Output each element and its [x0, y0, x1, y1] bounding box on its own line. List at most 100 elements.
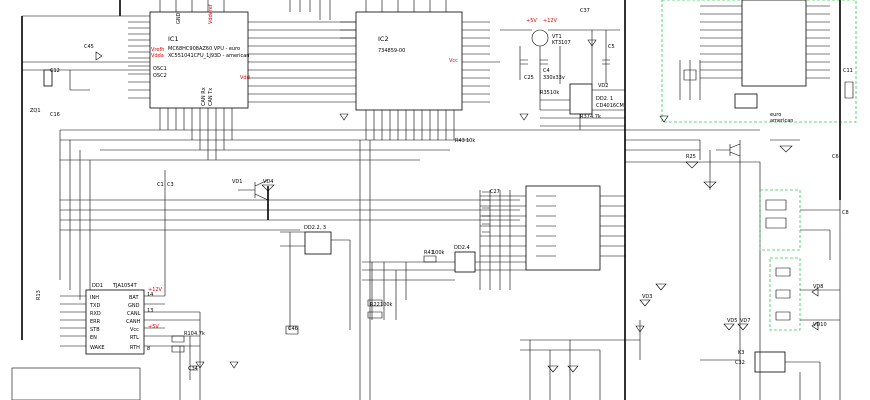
label-vd8: VD8 [813, 284, 823, 290]
wire-ic1-bottom-pins [159, 108, 233, 160]
label-c5: C5 [608, 44, 615, 50]
label-c45: C45 [84, 44, 94, 50]
zone-ic-body [741, 0, 807, 87]
label-r22-value: 100k [380, 302, 393, 308]
wire-zone-left-pins [700, 5, 742, 79]
dd1-supply-12v: +12V [148, 287, 163, 293]
dd2-2-name: DD2.2, 3 [304, 225, 326, 231]
dd1-pin-wake: WAKE [90, 345, 105, 351]
label-vd10: VD10 [813, 322, 827, 328]
wire-dd1-resistors [171, 335, 185, 353]
ic1-pin-cantx: CAN Tx [208, 88, 214, 106]
dd1-pin-en: EN [90, 335, 97, 341]
wire-res-drops [371, 262, 407, 320]
wire-zone-right-pins [806, 5, 830, 79]
wire-ic2-left-extra [340, 21, 356, 39]
dd1-pin-canl: CANL [127, 311, 141, 317]
label-c34: C34 [188, 366, 198, 372]
label-r37-value: 4.7k [590, 114, 601, 120]
vt1-block: VT1 KT3107 +5V +12V [526, 18, 571, 47]
dd1-block: DD1 TJA1054T INH TXD RXD ERR STB EN WAKE… [85, 283, 163, 355]
ic1-pin-vref: Vrefh [151, 47, 164, 53]
ic1-part-line1: MC68HC908AZ60 VPU - euro [168, 46, 240, 52]
wire-vt1 [500, 29, 620, 110]
switch-array-body [525, 185, 601, 271]
wire-vd5-vd7 [723, 323, 749, 331]
component-labels: C1 C3 C4 330x33v C5 C6 C8 C11 C12 C16 C2… [36, 8, 853, 372]
ground-symbols [95, 51, 669, 369]
dd1-pin-bat: BAT [129, 295, 139, 301]
vt1-name: VT1 [552, 34, 562, 40]
wire-bottom-left [179, 365, 201, 400]
label-r22: R22 [370, 302, 380, 308]
label-r35-value: 10k [550, 90, 559, 96]
dd1-pin-err: ERR [90, 319, 101, 325]
wire-ic1-top-pins [159, 0, 225, 12]
label-c27: C27 [490, 189, 500, 195]
wire-dd1-right [144, 295, 200, 347]
ic1-block: IC1 MC68HC908AZ60 VPU - euro XC551041CFU… [149, 4, 250, 109]
dd2-4-body [454, 251, 476, 273]
wire-mid-bus [60, 199, 520, 231]
wire-ic-bus [270, 21, 356, 103]
dd1-pin-num-8: 8 [147, 346, 150, 352]
label-r37: R37 [580, 114, 590, 120]
crystal-block: ZQ1 [30, 69, 53, 114]
dd1-pin-rtl: RTL [130, 335, 139, 341]
dd1-body [85, 289, 145, 355]
k3-body [754, 351, 786, 373]
lower-left-box [11, 367, 141, 400]
wire-c46 [285, 325, 299, 335]
ic1-pin-vdda-top: Vddaref [208, 4, 214, 24]
relay-zone-1 [759, 189, 801, 251]
label-c3: C3 [167, 182, 174, 188]
wire-backbone-drops [59, 130, 91, 300]
wire-bottom-mid [520, 339, 640, 400]
vt1-supply-12v: +12V [543, 18, 558, 24]
wire-vt1-caps [520, 59, 610, 65]
wire-ic2-bottom-pins [365, 110, 455, 140]
wire-dd2-1-lower [540, 117, 625, 127]
ic1-pin-canrx: CAN Rx [201, 87, 207, 106]
label-c46: C46 [288, 326, 298, 332]
wire-vd-right-top [770, 139, 800, 153]
ic2-pin-vcc: Vcc [449, 58, 458, 64]
k3-block: K3 [738, 350, 786, 373]
wire-right-diodes [685, 161, 717, 189]
dd1-pin-rxd: RXD [90, 311, 101, 317]
wire-led-red [635, 320, 645, 360]
dd2-1-part: CD4016CM [596, 103, 624, 109]
ic2-block: IC2 734859-00 Vcc [355, 11, 463, 111]
wire-array-left [480, 195, 526, 257]
label-r25: R25 [686, 154, 696, 160]
dd1-pin-rth: RTH [130, 345, 140, 351]
ic2-name: IC2 [378, 35, 389, 43]
label-r41-value: 100k [432, 250, 445, 256]
dd1-pin-canh: CANH [126, 319, 141, 325]
dd2-1-body [569, 83, 593, 115]
label-r10: R10 [184, 331, 194, 337]
wire-right-region [625, 139, 761, 400]
zone-small-chip [734, 93, 758, 109]
wire-vd2 [587, 39, 597, 47]
wire-relay-out [800, 200, 841, 400]
vt1-symbol [531, 29, 549, 47]
dd1-pin-num-13: 13 [147, 308, 153, 314]
ic1-pin-vdd: Vdd [240, 75, 250, 81]
dd1-supply-5v: +5V [148, 324, 159, 330]
label-c6: C6 [832, 154, 839, 160]
label-c1: C1 [157, 182, 164, 188]
label-vd7: VD7 [740, 318, 750, 324]
wire-dd2-4 [362, 261, 526, 281]
wire-k3 [700, 359, 821, 400]
label-r43: R43 [455, 138, 465, 144]
dd2-1-block: DD2. 1 CD4016CM [569, 83, 624, 115]
label-r35: R35 [540, 90, 550, 96]
wire-ic1-left-pins [128, 21, 150, 99]
switch-array-lines [536, 195, 556, 257]
wire-dd2-1 [540, 89, 625, 130]
label-c11: C11 [843, 68, 853, 74]
label-c4: C4 [543, 68, 550, 74]
ic1-pin-osc1: OSC1 [153, 66, 167, 72]
